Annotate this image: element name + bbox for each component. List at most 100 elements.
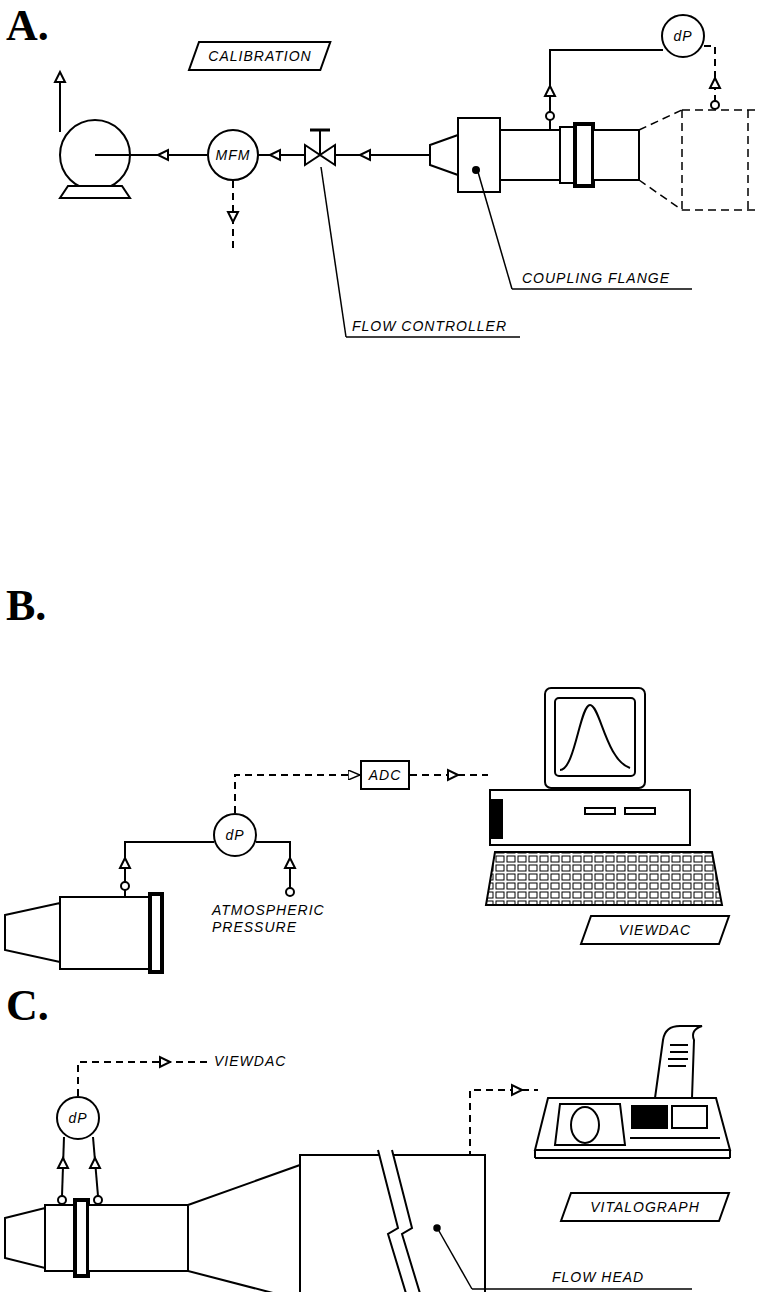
- valve: [319, 130, 321, 155]
- node-label: ADC: [369, 767, 402, 784]
- node-label: VITALOGRAPH: [590, 1199, 700, 1216]
- flow-head: [75, 1200, 88, 1276]
- title-tag: VITALOGRAPH: [560, 1192, 730, 1222]
- valve: [305, 130, 335, 165]
- flow-head: [5, 1208, 45, 1268]
- panel-letter: A.: [6, 0, 49, 53]
- spirometer-outline: [682, 209, 757, 211]
- pressure-transducer: dP: [213, 813, 257, 857]
- leader-line: [512, 288, 692, 290]
- vitalograph-device: [668, 1058, 688, 1060]
- pressure-line: [550, 50, 663, 112]
- node-label: VIEWDAC: [619, 922, 691, 939]
- flow-head: [124, 890, 126, 897]
- computer: [545, 688, 645, 788]
- flow-head: [94, 1196, 102, 1204]
- vitalograph-device: [535, 1026, 730, 1158]
- vitalograph-device: [632, 1106, 667, 1128]
- part-name: FLOW HEAD: [552, 1269, 644, 1286]
- pressure-tap: [711, 101, 719, 109]
- vitalograph-device: [655, 1026, 702, 1098]
- spirometer-outline: [682, 109, 757, 111]
- flow-head: [45, 1205, 75, 1271]
- pressure-line: [545, 50, 663, 112]
- vacuum-pump: [55, 72, 65, 82]
- computer: [486, 688, 722, 905]
- panel-letter: A.: [6, 0, 49, 53]
- vacuum-pump: [59, 80, 61, 132]
- arrow-head: [710, 78, 720, 88]
- pressure-line: [120, 858, 130, 868]
- vitalograph-device: [535, 1157, 730, 1159]
- vitalograph-device: [571, 1107, 599, 1143]
- node-label: dP: [225, 827, 244, 844]
- break-mark: [392, 1150, 422, 1292]
- flow-head-assembly: [593, 130, 639, 180]
- pressure-line: [285, 858, 295, 868]
- mass-flow-meter: MFM: [207, 129, 259, 181]
- leader-line: [478, 172, 512, 289]
- signal-line: [704, 46, 715, 101]
- flow-head: [150, 894, 162, 972]
- signal-line: [78, 1062, 538, 1158]
- flow-head-assembly: [500, 130, 560, 180]
- pressure-transducer: dP: [661, 14, 705, 58]
- flow-head: [58, 1196, 66, 1204]
- vitalograph-device: [630, 1137, 720, 1139]
- flow-head: [5, 903, 60, 962]
- pressure-line: [120, 842, 295, 896]
- pressure-line: [286, 888, 294, 896]
- vitalograph-device: [670, 1051, 688, 1053]
- computer: [490, 790, 690, 845]
- flow-head: [188, 1165, 300, 1292]
- flow-head-assembly: [546, 112, 554, 120]
- part-name: FLOW CONTROLLER: [352, 318, 507, 335]
- vitalograph-device: [534, 1150, 536, 1158]
- converter-box: ADC: [360, 760, 410, 790]
- pressure-line: [58, 1158, 68, 1168]
- signal-line: [704, 46, 715, 101]
- node-label: CALIBRATION: [208, 48, 311, 65]
- break-mark: [378, 1150, 422, 1292]
- flow-head-assembly: [575, 124, 593, 186]
- panel-letter: B.: [6, 580, 46, 633]
- computer: [585, 808, 615, 814]
- flow-line: [95, 154, 207, 156]
- signal-line: [78, 1062, 208, 1096]
- break-mark: [378, 1150, 422, 1292]
- leader-line: [434, 1225, 440, 1231]
- leader-line: [472, 1288, 692, 1290]
- signal-connector: [235, 775, 360, 813]
- flow-line: [258, 154, 305, 156]
- panel-letter: C.: [6, 980, 49, 1033]
- panel-letter: C.: [6, 980, 49, 1033]
- node-label: dP: [68, 1110, 87, 1127]
- arrow-head: [512, 1085, 522, 1095]
- panel-letter: B.: [6, 580, 46, 633]
- flow-line: [270, 150, 280, 160]
- part-name: COUPLING FLANGE: [522, 270, 670, 287]
- vitalograph-device: [535, 1098, 730, 1150]
- vacuum-pump: [60, 186, 130, 198]
- computer: [625, 808, 655, 814]
- part-name: FLOW CONTROLLER: [352, 318, 507, 335]
- node-label: MFM: [216, 147, 251, 164]
- pressure-tap: [711, 101, 719, 109]
- leader-line: [346, 336, 520, 338]
- spirometer-outline: [639, 110, 682, 130]
- leader-line: [439, 1231, 472, 1289]
- flow-line: [335, 154, 430, 156]
- flow-line: [95, 150, 430, 160]
- node-label: dP: [673, 28, 692, 45]
- spirometer-outline: [747, 110, 749, 210]
- break-mark: [378, 1150, 408, 1292]
- flow-head-assembly: [549, 120, 551, 130]
- vitalograph-device: [670, 1044, 688, 1046]
- spirometer-outline: [639, 110, 757, 210]
- flow-head: [121, 882, 129, 890]
- leader-line: [321, 167, 346, 337]
- pressure-line: [90, 1158, 100, 1168]
